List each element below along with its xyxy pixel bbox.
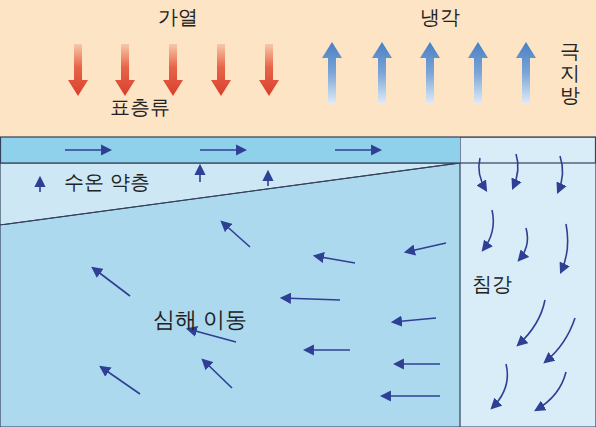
deep-water-region: 심해 이동	[0, 163, 460, 427]
sinking-arrow	[483, 210, 493, 250]
sinking-arrow	[513, 154, 518, 188]
sinking-arrow	[558, 156, 563, 192]
flow-arrow	[395, 363, 440, 365]
flow-arrow	[199, 166, 201, 182]
flow-arrow	[305, 349, 350, 351]
atmosphere-band: 가열 냉각극지방표층류	[0, 0, 596, 137]
sinking-arrow	[536, 372, 566, 410]
surface-current-label: 표층류	[110, 94, 170, 121]
heating-arrow	[115, 44, 135, 96]
cooling-arrow	[372, 42, 392, 104]
heating-arrow	[68, 44, 88, 96]
sinking-arrow	[545, 318, 575, 362]
heating-arrow	[211, 44, 231, 96]
cooling-arrow	[322, 42, 342, 104]
flow-arrow	[200, 149, 245, 151]
polar-column-fill	[460, 137, 596, 427]
sinking-arrow	[479, 158, 486, 190]
heating-arrow	[163, 44, 183, 96]
polar-column: 침강	[460, 137, 596, 427]
flow-arrow	[282, 298, 340, 300]
atmosphere-band	[0, 0, 596, 137]
flow-arrow	[65, 149, 110, 151]
flow-arrow	[101, 367, 140, 394]
heating-label: 가열	[158, 4, 198, 31]
flow-arrow	[93, 268, 130, 296]
flow-arrow	[382, 395, 440, 397]
cooling-arrow	[468, 42, 488, 104]
surface-layer	[0, 137, 460, 163]
sinking-arrow	[561, 224, 568, 272]
flow-arrow	[203, 360, 232, 388]
polar-label: 극지방	[560, 40, 580, 106]
cooling-label: 냉각	[420, 4, 460, 31]
heating-arrow	[259, 44, 279, 96]
flow-arrow	[335, 149, 380, 151]
flow-arrow	[315, 256, 355, 263]
surface-outline	[1, 137, 596, 163]
cooling-arrow	[516, 42, 536, 104]
flow-arrow	[267, 172, 269, 186]
sinking-arrow	[492, 364, 507, 408]
flow-arrow	[39, 178, 41, 192]
sinking-arrow	[518, 300, 545, 345]
flow-arrow	[406, 243, 446, 252]
deep-water-fill	[0, 163, 460, 427]
sinking-label: 침강	[472, 271, 512, 298]
flow-arrows	[40, 42, 575, 410]
flow-arrow	[393, 318, 436, 322]
thermocline-label: 수온 약층	[64, 169, 150, 196]
deep-flow-label: 심해 이동	[153, 305, 248, 335]
flow-arrow	[222, 222, 250, 247]
cooling-arrow	[420, 42, 440, 104]
deep-water-region-outline	[0, 163, 460, 427]
sinking-arrow	[519, 228, 527, 260]
